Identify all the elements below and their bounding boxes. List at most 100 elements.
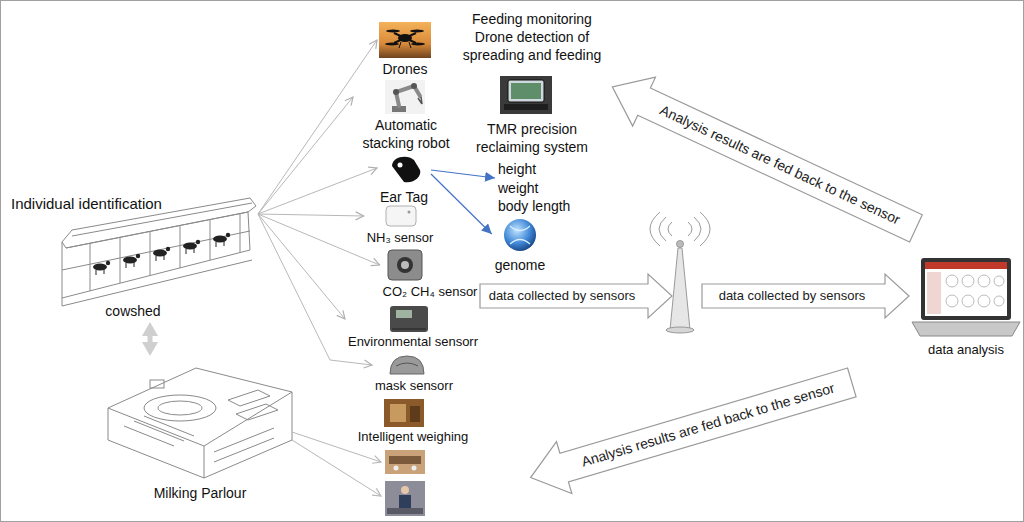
signal-tower: [670, 248, 690, 330]
genome-icon: [510, 226, 530, 244]
node-label: Feeding monitoring: [457, 10, 607, 28]
sensor-item: CO₂ CH₄ sensor: [380, 246, 481, 301]
sensor-item: mask sensorr: [372, 352, 456, 395]
mask-sensor-icon: [396, 363, 418, 366]
nh3-sensor-icon: [386, 206, 416, 226]
environment-sensor-icon: [390, 306, 428, 332]
cowshed-drawing: [136, 254, 140, 258]
tmr-screen-icon: [508, 80, 544, 102]
cowshed-drawing: [183, 243, 197, 250]
laptop-icon: [978, 275, 990, 287]
cowshed-drawing: [226, 233, 230, 237]
connector: [258, 168, 377, 214]
node-label: Milking Parlour: [103, 484, 297, 502]
drone-icon: [379, 22, 431, 58]
cowshed-drawing: [213, 236, 227, 243]
building-item: Milking Parlour: [100, 356, 300, 506]
gas-sensor-icon: [397, 257, 413, 273]
milking-parlour-drawing: [108, 368, 292, 478]
tmr-screen-icon: [500, 76, 552, 114]
ear-tag-icon: [392, 157, 420, 183]
parlour-photo: [385, 481, 425, 516]
milking-parlour-drawing: [214, 428, 274, 462]
node-label: NH₃ sensor: [367, 230, 434, 247]
milking-parlour-drawing: [158, 401, 202, 415]
parlour-photo: [385, 481, 425, 516]
sensor-item: NH₃ sensor: [364, 204, 437, 247]
cowshed-drawing: [166, 247, 170, 251]
node-label: height: [498, 160, 570, 179]
sensor-item: Environmental sensorr: [345, 302, 481, 351]
laptop-icon: [994, 296, 1004, 306]
ear-tag-icon: [392, 157, 420, 183]
laptop-icon: [925, 262, 1007, 316]
connector: [258, 214, 380, 265]
robot-arm-icon: [418, 97, 422, 104]
mask-sensor-icon: [390, 356, 424, 374]
node-label: genome: [495, 256, 546, 274]
parlour-leader: [292, 440, 381, 496]
parlour-photo: [412, 466, 417, 471]
node-label: Environmental sensorr: [348, 334, 478, 351]
node-label: body length: [498, 197, 570, 216]
tmr-screen-icon: [500, 76, 552, 114]
connector: [258, 97, 353, 214]
drone-icon: [411, 43, 425, 46]
robot-arm-icon: [385, 80, 425, 114]
parlour-photo: [385, 450, 425, 474]
node-label: Automatic stacking robot: [356, 116, 456, 152]
milking-parlour-drawing: [144, 395, 216, 421]
block-arrow: [702, 274, 909, 318]
cowshed-drawing: [66, 212, 248, 248]
arrow-label: Analysis results are fed back to the sen…: [657, 102, 902, 228]
drone-icon: [399, 42, 411, 48]
drone-icon: [385, 43, 399, 46]
node-label: Individual identification: [11, 194, 255, 214]
parlour-photo: [385, 450, 425, 474]
weighing-icon: [384, 399, 424, 427]
block-arrow: [523, 357, 860, 504]
environment-sensor-icon: [396, 310, 412, 318]
block-arrow: [480, 274, 672, 318]
milking-parlour-drawing: [124, 416, 194, 446]
connector: [431, 174, 492, 234]
connector: [258, 214, 364, 216]
icon-item: Automatic stacking robot: [353, 78, 459, 152]
tmr-screen-icon: [511, 83, 541, 99]
node-label: Drone detection of spreading and feeding: [457, 28, 607, 64]
laptop-icon: [912, 258, 1020, 336]
connector: [258, 40, 377, 214]
arrow-label: data collected by sensors: [719, 288, 866, 304]
building-item: Individual identification cowshed: [8, 188, 258, 322]
cowshed-drawing: [93, 233, 230, 271]
environment-sensor-icon: [392, 329, 426, 330]
milking-parlour-drawing: [108, 392, 292, 446]
parlour-photo: [387, 508, 423, 514]
cowshed-drawing: [153, 250, 167, 257]
signal-tower: [650, 212, 672, 246]
tmr-screen-icon: [504, 104, 548, 110]
node-label: cowshed: [11, 302, 255, 320]
parlour-photo: [394, 466, 399, 471]
drone-icon: [410, 30, 424, 33]
mask-sensor-icon: [390, 356, 424, 374]
gas-sensor-icon: [388, 250, 422, 280]
laptop-icon: [994, 276, 1004, 286]
milking-parlour-drawing: [204, 446, 205, 478]
genome-icon: [504, 219, 536, 251]
icon-item: Ear Tag: [377, 152, 431, 206]
node-label: TMR precision reclaiming system: [470, 120, 595, 156]
arrow-label: data collected by sensors: [489, 288, 636, 304]
laptop-icon: [962, 295, 974, 307]
drone-icon: [398, 34, 412, 42]
signal-tower: [688, 212, 710, 246]
node-label: CO₂ CH₄ sensor: [383, 284, 478, 301]
laptop-icon: [946, 275, 958, 287]
parlour-photo: [389, 456, 421, 464]
block-arrow: [601, 62, 927, 253]
milking-parlour-drawing: [150, 380, 164, 388]
environment-sensor-icon: [390, 306, 428, 332]
cowshed-drawing: [123, 257, 137, 264]
weighing-icon: [390, 404, 406, 422]
